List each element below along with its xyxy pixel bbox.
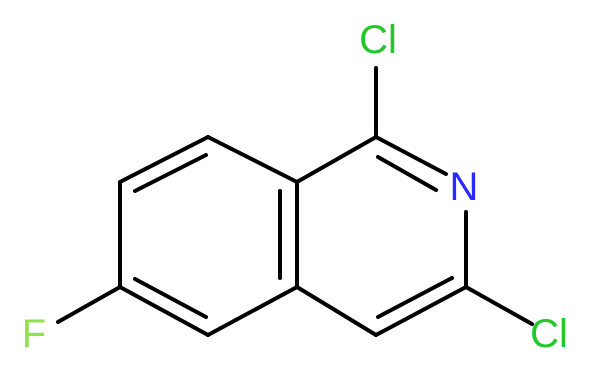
atom-cl-3: Cl: [530, 312, 568, 356]
atom-n: N: [450, 165, 479, 209]
atom-cl-1: Cl: [359, 18, 397, 62]
bond-c5-c4a: [206, 285, 299, 337]
bond-c8a-c8: [206, 135, 299, 184]
bond-c4-c3: [374, 285, 468, 337]
bond-c4-c3-double: [376, 276, 454, 319]
bond-n-c1: [374, 135, 448, 176]
bond-c3-cl: [464, 285, 534, 326]
bonds: [56, 66, 534, 337]
bond-c6-f: [56, 285, 122, 324]
bond-c6-c5-double: [133, 277, 208, 319]
atom-labels: Cl N Cl F: [22, 18, 568, 356]
atom-f: F: [22, 312, 46, 356]
bond-n-c1-double: [376, 155, 438, 192]
bond-c8-c7: [118, 135, 210, 184]
bond-c4a-c4: [295, 285, 378, 337]
bond-c1-c8a: [295, 135, 378, 184]
bond-c8-c7-double: [133, 153, 208, 193]
bond-c6-c5: [118, 285, 210, 337]
